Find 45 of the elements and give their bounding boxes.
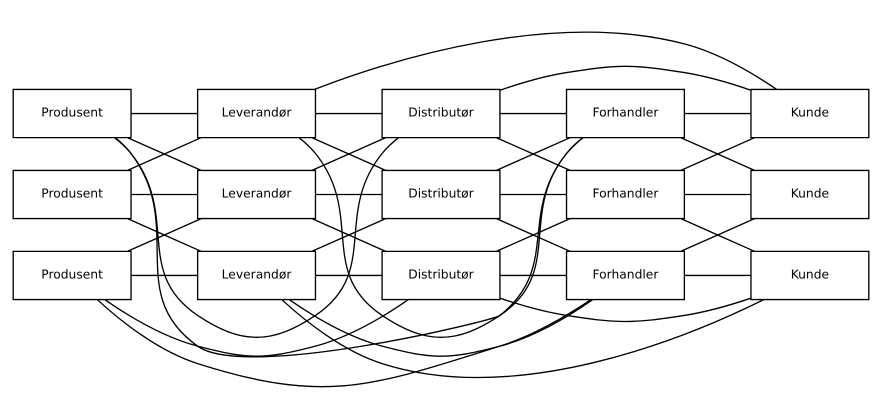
connector bbox=[316, 274, 382, 276]
connector bbox=[114, 136, 584, 357]
node-box: Distributør bbox=[381, 250, 501, 300]
node-box: Produsent bbox=[12, 250, 132, 300]
node-box: Forhandler bbox=[566, 88, 686, 138]
connector bbox=[680, 218, 755, 252]
connector bbox=[500, 297, 752, 322]
connector bbox=[316, 112, 382, 114]
connector bbox=[312, 218, 386, 252]
connector bbox=[500, 193, 566, 195]
connector bbox=[114, 136, 399, 338]
connector bbox=[500, 112, 566, 114]
node-box: Forhandler bbox=[566, 169, 686, 219]
connector bbox=[500, 274, 566, 276]
connector bbox=[680, 136, 755, 170]
node-box: Leverandør bbox=[196, 169, 316, 219]
node-box: Kunde bbox=[750, 250, 870, 300]
connector bbox=[500, 65, 752, 90]
connector bbox=[496, 136, 570, 170]
connector bbox=[684, 112, 751, 114]
node-box: Kunde bbox=[750, 88, 870, 138]
node-box: Leverandør bbox=[196, 250, 316, 300]
connector bbox=[128, 136, 202, 170]
connector bbox=[298, 136, 584, 338]
connector bbox=[314, 31, 777, 90]
node-box: Produsent bbox=[12, 88, 132, 138]
connector bbox=[316, 193, 382, 195]
connector bbox=[281, 298, 764, 378]
connector bbox=[131, 193, 198, 195]
node-box: Leverandør bbox=[196, 88, 316, 138]
connector bbox=[288, 298, 594, 356]
connector bbox=[496, 218, 570, 252]
connector bbox=[131, 274, 198, 276]
connector bbox=[131, 112, 198, 114]
connector bbox=[128, 218, 202, 252]
connector bbox=[312, 136, 386, 170]
node-box: Kunde bbox=[750, 169, 870, 219]
connector bbox=[96, 298, 592, 387]
node-box: Produsent bbox=[12, 169, 132, 219]
node-box: Distributør bbox=[381, 88, 501, 138]
node-box: Distributør bbox=[381, 169, 501, 219]
connector bbox=[104, 298, 409, 356]
connector bbox=[684, 274, 751, 276]
node-box: Forhandler bbox=[566, 250, 686, 300]
connector bbox=[684, 193, 751, 195]
